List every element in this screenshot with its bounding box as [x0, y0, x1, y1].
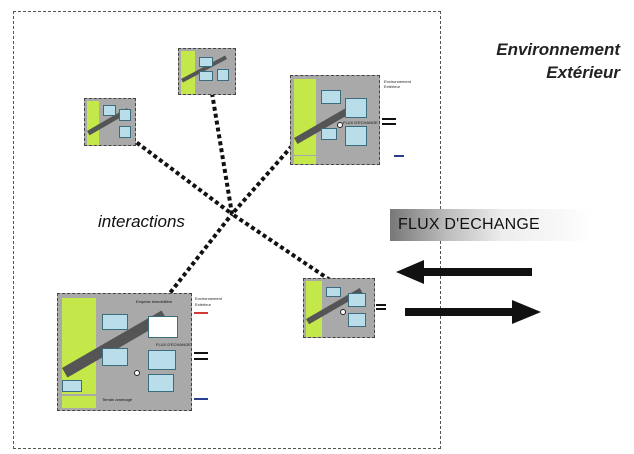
building-block	[103, 105, 116, 116]
interaction-line-bottom-right	[230, 212, 332, 282]
interaction-line-right-top	[230, 128, 308, 216]
building-block	[348, 293, 366, 307]
lot-zone	[306, 331, 322, 337]
junction-node	[134, 370, 140, 376]
building-block	[326, 287, 341, 297]
building-block	[217, 69, 229, 81]
junction-node	[340, 309, 346, 315]
in-arrow	[194, 312, 208, 314]
building-block	[62, 380, 82, 392]
environment-label-line1: Environnement	[496, 40, 620, 59]
flux-banner	[390, 209, 595, 241]
building-block	[345, 126, 367, 146]
flux-arrow	[382, 123, 396, 125]
environment-label: Environnement Extérieur	[455, 38, 620, 84]
out-arrow	[394, 155, 404, 157]
tile-flux-label: FLUX D'ECHANGE	[343, 120, 378, 125]
flux-arrow	[382, 118, 396, 120]
building-block	[345, 98, 367, 118]
building-block	[119, 109, 131, 121]
building-block	[321, 90, 341, 104]
interaction-line-left	[118, 128, 234, 216]
tile-title: Emprise immobilière	[136, 299, 173, 304]
lot-zone	[294, 156, 316, 164]
tile-flux-label: FLUX D'ECHANGE	[156, 342, 191, 347]
building-block	[102, 348, 128, 366]
arrow-left-icon	[396, 260, 532, 284]
tile-env-label: Extérieur	[195, 302, 212, 307]
environment-label-line2: Extérieur	[546, 63, 620, 82]
subsystem-tile-bottom-right	[303, 278, 375, 338]
building-block	[119, 126, 131, 138]
flux-label: FLUX D'ECHANGE	[398, 216, 540, 233]
tile-env-label: Environnement	[195, 296, 222, 301]
lot-zone	[62, 396, 96, 408]
building-block	[348, 313, 366, 327]
tile-env-label: Environnement	[384, 79, 411, 84]
out-arrow	[194, 398, 208, 400]
subsystem-tile-bottom-left: Emprise immobilière FLUX D'ECHANGE Terra…	[57, 293, 192, 411]
flux-arrow	[376, 308, 386, 310]
junction-node	[337, 122, 343, 128]
building-block	[199, 57, 213, 67]
building-block	[148, 350, 176, 370]
green-zone	[181, 51, 195, 94]
building-block	[199, 71, 213, 81]
subsystem-tile-right-top: FLUX D'ECHANGE	[290, 75, 380, 165]
building-block	[148, 374, 174, 392]
flux-arrow	[376, 304, 386, 306]
flux-arrow	[194, 352, 208, 354]
subsystem-tile-left	[84, 98, 136, 146]
building-block	[102, 314, 128, 330]
flux-arrow	[194, 358, 208, 360]
building-block	[148, 316, 178, 338]
subsystem-tile-top	[178, 48, 236, 95]
interaction-line-bottom-left	[164, 212, 234, 300]
arrow-right-icon	[405, 300, 541, 324]
interactions-label: interactions	[98, 212, 185, 231]
tile-env-label: Extérieur	[384, 84, 401, 89]
building-block	[321, 128, 337, 140]
tile-terrain-label: Terrain aménagé	[102, 397, 133, 402]
green-zone	[62, 298, 96, 394]
